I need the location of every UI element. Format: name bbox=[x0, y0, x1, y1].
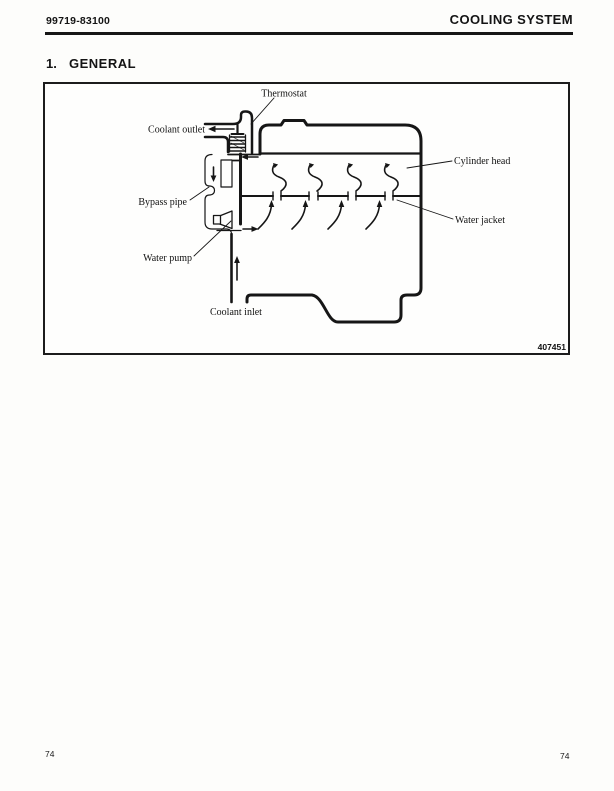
water-pump-icon bbox=[212, 210, 242, 232]
leader-lines bbox=[189, 97, 454, 257]
head-flow-arrows bbox=[271, 163, 399, 192]
page-number-left: 74 bbox=[45, 749, 55, 759]
bypass-down-arrow bbox=[210, 166, 217, 182]
thermostat-leader bbox=[250, 97, 275, 125]
section-heading-title: GENERAL bbox=[69, 56, 137, 71]
page-number-right: 74 bbox=[560, 751, 570, 761]
header-doc-number: 99719-83100 bbox=[46, 15, 111, 27]
cylinder-head-leader bbox=[406, 160, 453, 169]
cooling-system-diagram: Thermostat Coolant outlet Bypass pipe Wa… bbox=[138, 89, 567, 353]
water-pump-leader bbox=[193, 220, 232, 257]
jacket-flow-arrows bbox=[257, 200, 383, 230]
section-heading-number: 1. bbox=[46, 56, 57, 71]
thermostat-icon bbox=[228, 123, 247, 153]
coolant-outlet-arrow bbox=[208, 125, 235, 133]
label-coolant-outlet: Coolant outlet bbox=[148, 125, 205, 136]
label-water-pump: Water pump bbox=[143, 253, 192, 264]
header-rule bbox=[45, 32, 573, 35]
water-jacket-passage-ticks bbox=[272, 191, 394, 201]
coolant-inlet-arrow bbox=[234, 256, 240, 281]
label-water-jacket: Water jacket bbox=[455, 215, 505, 226]
figure-box: Thermostat Coolant outlet Bypass pipe Wa… bbox=[43, 82, 570, 355]
bypass-pipe-body bbox=[204, 153, 233, 235]
label-thermostat: Thermostat bbox=[261, 89, 307, 100]
header-section-title: COOLING SYSTEM bbox=[449, 12, 573, 27]
label-bypass-pipe: Bypass pipe bbox=[138, 197, 187, 208]
label-cylinder-head: Cylinder head bbox=[454, 156, 510, 167]
water-jacket-leader bbox=[396, 199, 454, 220]
bypass-channel bbox=[227, 153, 261, 162]
pump-discharge-arrow bbox=[242, 226, 259, 232]
coolant-outlet-pipe bbox=[203, 110, 254, 155]
bypass-pipe-leader bbox=[189, 186, 210, 201]
bypass-return-arrow bbox=[241, 154, 259, 160]
engine-outline bbox=[230, 119, 423, 324]
label-coolant-inlet: Coolant inlet bbox=[210, 307, 262, 318]
figure-code: 407451 bbox=[538, 342, 567, 352]
